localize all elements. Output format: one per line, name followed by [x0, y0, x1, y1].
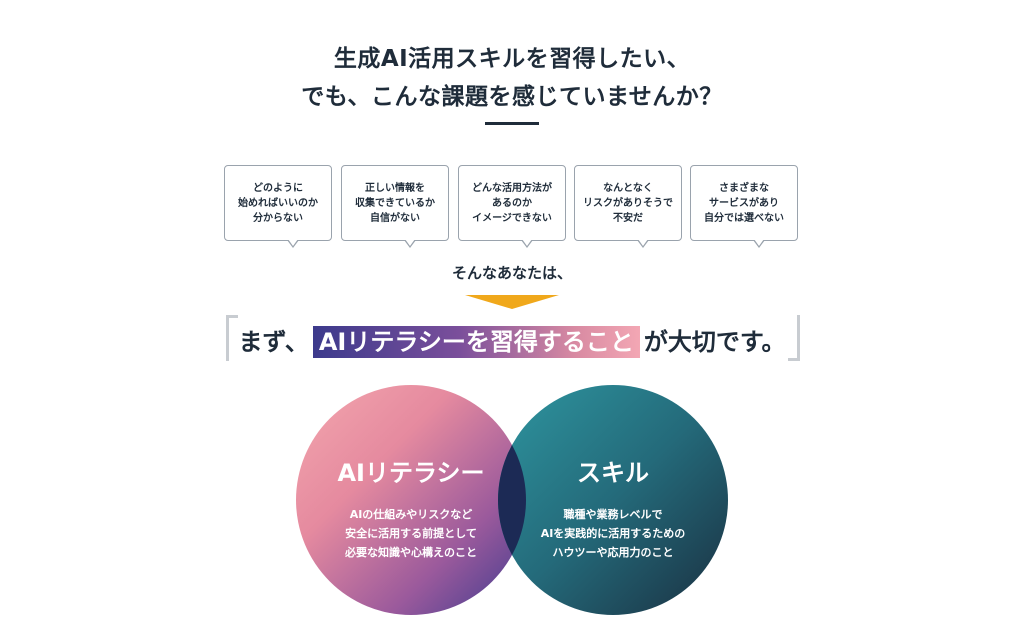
venn-circles — [296, 385, 728, 615]
skill-title: スキル — [577, 459, 649, 487]
speech-tail-icon — [521, 239, 533, 248]
bracket-left-icon — [226, 315, 238, 361]
statement-prefix: まず、 — [238, 328, 309, 356]
down-arrow-icon — [465, 295, 559, 309]
concern-text: どんな活用方法が あるのか イメージできない — [472, 182, 552, 224]
concern-bubble: さまざまな サービスがあり 自分では選べない — [690, 165, 798, 248]
concern-bubble: 正しい情報を 収集できているか 自信がない — [341, 165, 449, 248]
statement-highlight: AIリテラシーを習得すること — [312, 326, 640, 358]
key-statement: まず、AIリテラシーを習得することが大切です。 — [0, 322, 1024, 362]
literacy-description: AIの仕組みやリスクなど 安全に活用する前提として 必要な知識や心構えのこと — [345, 508, 477, 559]
concern-bubble: どのように 始めればいいのか 分からない — [224, 165, 332, 248]
statement-suffix: が大切です。 — [643, 328, 786, 356]
skill-circle — [498, 385, 728, 615]
concern-bubble: どんな活用方法が あるのか イメージできない — [458, 165, 566, 248]
page-heading: 生成AI活用スキルを習得したい、 でも、こんな課題を感じていませんか？ — [0, 40, 1024, 116]
skill-description: 職種や業務レベルで AIを実践的に活用するための ハウツーや応用力のこと — [540, 508, 686, 559]
speech-tail-icon — [637, 239, 649, 248]
speech-tail-icon — [404, 239, 416, 248]
heading-line-1: 生成AI活用スキルを習得したい、 — [333, 46, 691, 72]
speech-tail-icon — [753, 239, 765, 248]
venn-diagram: AIリテラシー AIの仕組みやリスクなど 安全に活用する前提として 必要な知識や… — [296, 385, 728, 615]
bracket-right-icon — [788, 315, 800, 361]
speech-tail-icon — [287, 239, 299, 248]
concern-text: なんとなく リスクがありそうで 不安だ — [583, 182, 673, 224]
concern-text: さまざまな サービスがあり 自分では選べない — [704, 182, 784, 224]
transition-text: そんなあなたは、 — [451, 264, 572, 282]
heading-divider — [485, 122, 539, 125]
literacy-circle — [296, 385, 526, 615]
concern-bubble: なんとなく リスクがありそうで 不安だ — [574, 165, 682, 248]
heading-line-2: でも、こんな課題を感じていませんか？ — [301, 84, 723, 110]
concern-text: どのように 始めればいいのか 分からない — [238, 182, 318, 224]
literacy-title: AIリテラシー — [337, 459, 485, 487]
concern-text: 正しい情報を 収集できているか 自信がない — [355, 182, 435, 224]
concern-bubbles: どのように 始めればいいのか 分からない 正しい情報を 収集できているか 自信が… — [224, 165, 802, 255]
